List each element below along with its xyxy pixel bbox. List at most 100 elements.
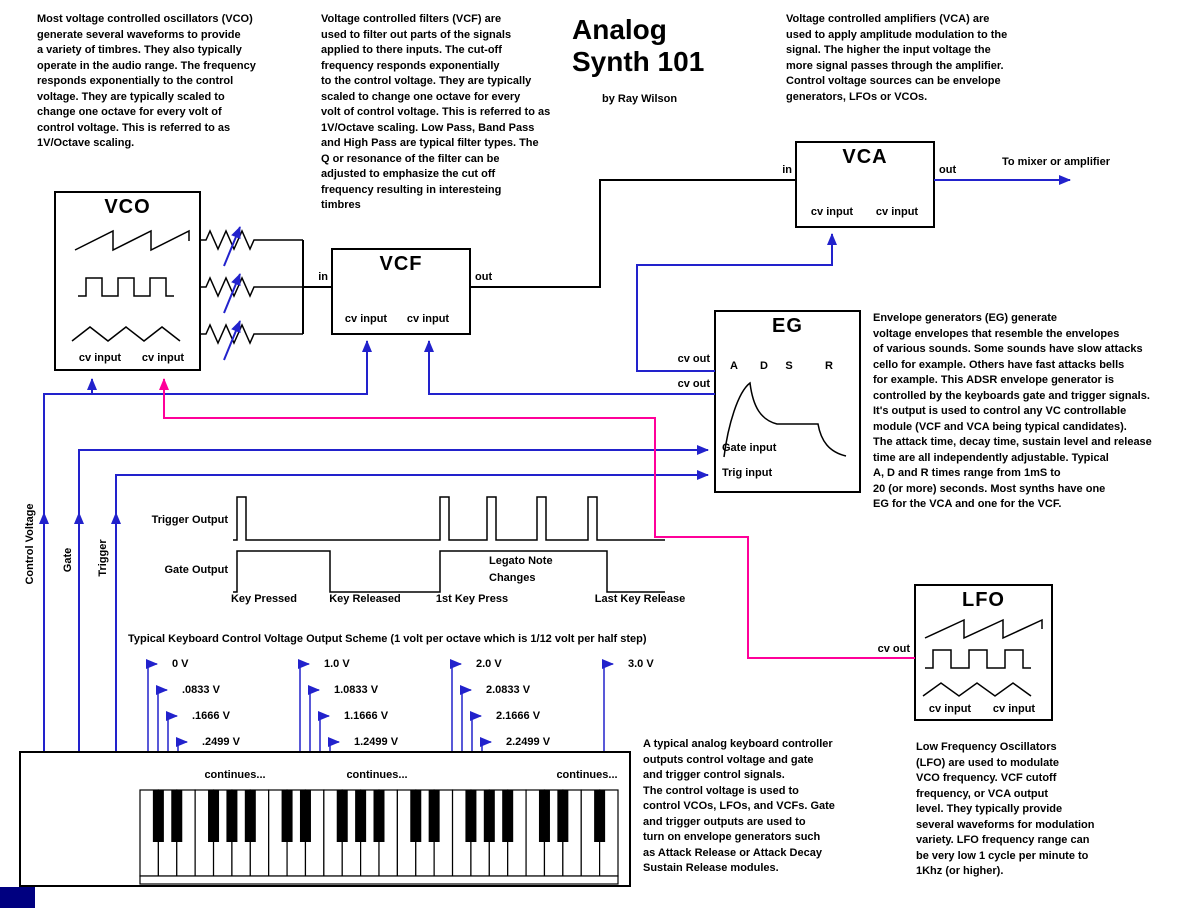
vco-box: [54, 191, 201, 371]
vcf-out-label: out: [475, 271, 493, 283]
vcf-box: [331, 248, 471, 335]
vca-cv-input-1-label: cv input: [810, 206, 854, 218]
keyboard: [19, 751, 631, 887]
keyboard-keys: [139, 789, 619, 877]
lfo-title: LFO: [962, 589, 1005, 611]
black-key: [428, 790, 440, 842]
vcf-description: Voltage controlled filters (VCF) are use…: [321, 13, 551, 211]
black-key: [465, 790, 477, 842]
lfo-box: [914, 584, 1053, 721]
lfo-waveforms: [922, 618, 1043, 697]
cv-scheme-title: Typical Keyboard Control Voltage Output …: [128, 633, 647, 645]
voltage-label: 1.0833 V: [334, 684, 379, 696]
to-mixer-label: To mixer or amplifier: [1002, 156, 1110, 168]
voltage-label: 2.0833 V: [486, 684, 531, 696]
byline: by Ray Wilson: [602, 93, 678, 105]
gate-waveform: [233, 550, 665, 593]
vco-mix-resistors: [200, 229, 303, 345]
black-key: [336, 790, 348, 842]
timing-traces: [233, 496, 665, 593]
eg-description: Envelope generators (EG) generate voltag…: [873, 312, 1152, 510]
black-key: [502, 790, 514, 842]
lfo-cv-out-label: cv out: [877, 643, 910, 655]
keyboard-rail: [139, 875, 619, 885]
vca-in-label: in: [782, 164, 792, 176]
black-key: [483, 790, 495, 842]
keyboard-description: A typical analog keyboard controller out…: [643, 738, 835, 874]
eg-release-label: R: [825, 360, 833, 372]
black-key: [152, 790, 164, 842]
gate-label: Gate: [62, 547, 74, 573]
lfo-cv-input-2-label: cv input: [992, 703, 1036, 715]
eg-gate-input-label: Gate input: [722, 442, 777, 454]
triangle-wave-icon: [71, 326, 181, 342]
keyboard-cv-callout-lines: [146, 659, 614, 790]
voltage-label: 0 V: [172, 658, 189, 670]
legato-note-label: Legato Note Changes: [489, 555, 553, 584]
page-title: Analog Synth 101: [572, 14, 705, 77]
black-key: [299, 790, 311, 842]
vca-description: Voltage controlled amplifiers (VCA) are …: [786, 13, 1008, 103]
corner-navy-bar: [0, 887, 35, 908]
voltage-label: 1.0 V: [324, 658, 350, 670]
voltage-label: .0833 V: [182, 684, 220, 696]
vco-description: Most voltage controlled oscillators (VCO…: [37, 13, 256, 149]
resistor-adjust-arrows: [223, 226, 241, 361]
eg-sustain-label: S: [785, 360, 793, 372]
vco-title: VCO: [104, 196, 151, 218]
adsr-envelope-curve: [723, 381, 847, 458]
lfo-to-vco-wire: [159, 378, 915, 659]
vco-cv-input-2-label: cv input: [141, 352, 185, 364]
key-released-label: Key Released: [329, 593, 401, 605]
black-key: [410, 790, 422, 842]
voltage-label: .2499 V: [202, 736, 240, 748]
voltage-label: 1.2499 V: [354, 736, 399, 748]
sawtooth-wave-icon: [74, 229, 190, 252]
black-key: [355, 790, 367, 842]
eg-box: [714, 310, 861, 493]
eg-decay-label: D: [760, 360, 768, 372]
vca-out-label: out: [939, 164, 957, 176]
continues-label: continues...: [204, 769, 266, 781]
continues-label: continues...: [556, 769, 618, 781]
black-key: [244, 790, 256, 842]
eg-title: EG: [772, 315, 803, 337]
black-key: [557, 790, 569, 842]
vco-waveforms: [71, 229, 190, 342]
vcf-title: VCF: [379, 253, 423, 275]
black-key: [208, 790, 220, 842]
square-wave-icon: [78, 277, 174, 297]
voltage-label: 1.1666 V: [344, 710, 389, 722]
trigger-label: Trigger: [97, 539, 109, 577]
black-key: [373, 790, 385, 842]
voltage-label: 2.2499 V: [506, 736, 551, 748]
continues-label: continues...: [346, 769, 408, 781]
first-key-press-label: 1st Key Press: [435, 593, 509, 605]
vca-cv-input-2-label: cv input: [875, 206, 919, 218]
eg-cv-out-2-label: cv out: [677, 378, 710, 390]
black-key: [538, 790, 550, 842]
eg-trig-input-label: Trig input: [722, 467, 773, 479]
key-pressed-label: Key Pressed: [230, 593, 298, 605]
trigger-waveform: [233, 496, 665, 541]
sawtooth-wave-icon: [924, 618, 1043, 640]
voltage-label: 3.0 V: [628, 658, 654, 670]
vco-cv-input-1-label: cv input: [78, 352, 122, 364]
trigger-output-label: Trigger Output: [151, 514, 228, 526]
eg-cv-out-1-label: cv out: [677, 353, 710, 365]
voltage-label: .1666 V: [192, 710, 230, 722]
voltage-label: 2.0 V: [476, 658, 502, 670]
square-wave-icon: [925, 649, 1031, 669]
gate-output-label: Gate Output: [164, 564, 228, 576]
control-voltage-wires: [39, 175, 1071, 845]
lfo-cv-input-1-label: cv input: [928, 703, 972, 715]
black-key: [226, 790, 238, 842]
voltage-label: 2.1666 V: [496, 710, 541, 722]
lfo-description: Low Frequency Oscillators (LFO) are used…: [916, 741, 1095, 877]
black-key: [594, 790, 606, 842]
last-key-release-label: Last Key Release: [594, 593, 686, 605]
vcf-cv-input-1-label: cv input: [344, 313, 388, 325]
vcf-cv-input-2-label: cv input: [406, 313, 450, 325]
